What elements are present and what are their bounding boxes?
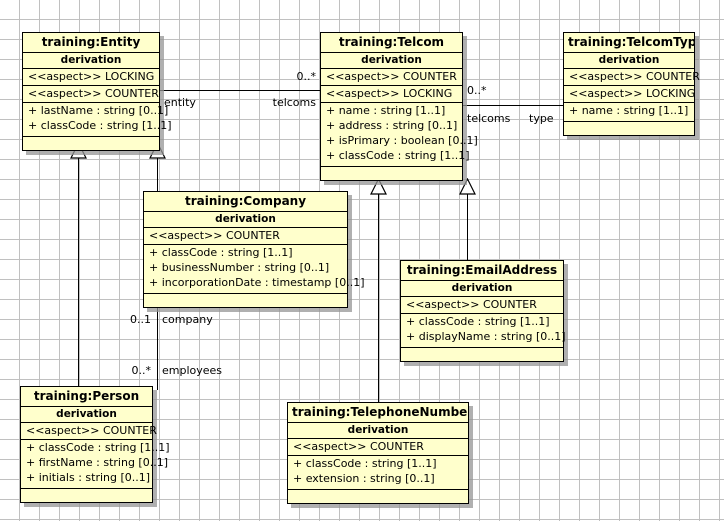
class-attribute: + name : string [1..1] (569, 104, 689, 117)
class-stereotype-header-company: derivation (144, 211, 347, 227)
class-box-telephonenumber[interactable]: training:TelephoneNumber derivation <<as… (287, 402, 469, 504)
class-aspect-telcomtype-1: <<aspect>> LOCKING (564, 85, 695, 102)
class-attribute: + classCode : string [1..1] (293, 457, 437, 470)
class-stereotype-header-telcom: derivation (321, 52, 462, 68)
class-name-telephonenumber: training:TelephoneNumber (292, 405, 468, 419)
class-aspect-entity-1: <<aspect>> COUNTER (23, 85, 159, 102)
class-aspect-telcomtype-0: <<aspect>> COUNTER (564, 68, 700, 85)
class-stereotype-header-entity: derivation (23, 52, 159, 68)
class-attribute: + classCode : string [1..1] (406, 315, 550, 328)
class-attribute: + classCode : string [1..1] (326, 149, 470, 162)
generalization-arrow-emailaddress-telcom (459, 178, 476, 195)
class-attributes-entity: + lastName : string [0..1] + classCode :… (23, 102, 172, 136)
class-operations-person (21, 488, 152, 502)
class-attribute: + name : string [1..1] (326, 104, 446, 117)
class-attribute: + initials : string [0..1] (26, 471, 151, 484)
class-attributes-company: + classCode : string [1..1] + businessNu… (144, 244, 365, 293)
class-box-company[interactable]: training:Company derivation <<aspect>> C… (143, 191, 365, 308)
class-attribute: + classCode : string [1..1] (149, 246, 293, 259)
association-label-telcoms-role-2: telcoms (467, 112, 511, 125)
class-box-telcom[interactable]: training:Telcom derivation <<aspect>> CO… (320, 32, 478, 181)
class-operations-entity (23, 136, 159, 150)
association-label-type-role: type (529, 112, 554, 125)
class-name-person: training:Person (33, 389, 140, 403)
class-name-entity: training:Entity (41, 35, 141, 49)
association-label-employees-role: employees (162, 364, 223, 377)
class-attributes-telcom: + name : string [1..1] + address : strin… (321, 102, 478, 166)
class-stereotype-header-telcomtype: derivation (564, 52, 694, 68)
class-aspect-telcom-0: <<aspect>> COUNTER (321, 68, 462, 85)
generalization-company-entity-line (157, 158, 158, 191)
class-box-entity[interactable]: training:Entity derivation <<aspect>> LO… (22, 32, 172, 151)
class-operations-company (144, 293, 347, 307)
class-box-emailaddress[interactable]: training:EmailAddress derivation <<aspec… (400, 260, 566, 362)
class-attribute: + lastName : string [0..1] (28, 104, 169, 117)
class-operations-telephonenumber (288, 489, 468, 503)
association-multiplicity-telcom: 0..* (296, 70, 317, 83)
association-multiplicity-company: 0..1 (130, 313, 151, 326)
class-aspect-company-0: <<aspect>> COUNTER (144, 227, 347, 244)
generalization-person-entity-line (78, 158, 79, 386)
class-name-company: training:Company (184, 194, 307, 208)
association-multiplicity-employees: 0..* (131, 364, 152, 377)
class-operations-telcom (321, 166, 462, 180)
class-attribute: + classCode : string [1..1] (26, 441, 170, 454)
class-attribute: + businessNumber : string [0..1] (149, 261, 330, 274)
class-box-telcomtype[interactable]: training:TelcomType derivation <<aspect>… (563, 32, 700, 136)
class-stereotype-header-person: derivation (21, 406, 152, 422)
class-attributes-person: + classCode : string [1..1] + firstName … (21, 439, 170, 488)
class-operations-emailaddress (401, 347, 563, 361)
class-aspect-telephonenumber-0: <<aspect>> COUNTER (288, 438, 468, 455)
generalization-arrow-telephonenumber-telcom (370, 178, 387, 195)
generalization-telephonenumber-telcom-line (378, 194, 379, 402)
association-telcom-telcomtype-line (463, 105, 565, 106)
class-box-person[interactable]: training:Person derivation <<aspect>> CO… (20, 386, 170, 503)
class-name-emailaddress: training:EmailAddress (406, 263, 558, 277)
class-attributes-telephonenumber: + classCode : string [1..1] + extension … (288, 455, 468, 489)
class-aspect-emailaddress-0: <<aspect>> COUNTER (401, 296, 563, 313)
class-attribute: + classCode : string [1..1] (28, 119, 172, 132)
association-label-entity-role: entity (164, 96, 196, 109)
class-stereotype-header-emailaddress: derivation (401, 280, 563, 296)
class-aspect-telcom-1: <<aspect>> LOCKING (321, 85, 462, 102)
association-company-person-line (157, 298, 158, 390)
class-stereotype-header-telephonenumber: derivation (288, 422, 468, 438)
class-name-telcom: training:Telcom (338, 35, 445, 49)
generalization-emailaddress-telcom-line (467, 194, 468, 260)
class-name-telcomtype: training:TelcomType (568, 35, 694, 49)
association-label-telcoms-role: telcoms (272, 96, 316, 109)
association-multiplicity-telcomtype: 0..* (467, 84, 487, 97)
class-attribute: + firstName : string [0..1] (26, 456, 169, 469)
class-attribute: + isPrimary : boolean [0..1] (326, 134, 478, 147)
class-aspect-entity-0: <<aspect>> LOCKING (23, 68, 159, 85)
class-attributes-telcomtype: + name : string [1..1] (564, 102, 694, 121)
class-operations-telcomtype (564, 121, 694, 135)
class-attribute: + incorporationDate : timestamp [0..1] (149, 276, 365, 289)
class-attribute: + displayName : string [0..1] (406, 330, 566, 343)
class-attribute: + extension : string [0..1] (293, 472, 435, 485)
association-label-company-role: company (162, 313, 213, 326)
class-attributes-emailaddress: + classCode : string [1..1] + displayNam… (401, 313, 566, 347)
class-attribute: + address : string [0..1] (326, 119, 458, 132)
class-aspect-person-0: <<aspect>> COUNTER (21, 422, 157, 439)
association-entity-telcom-line (160, 90, 320, 91)
